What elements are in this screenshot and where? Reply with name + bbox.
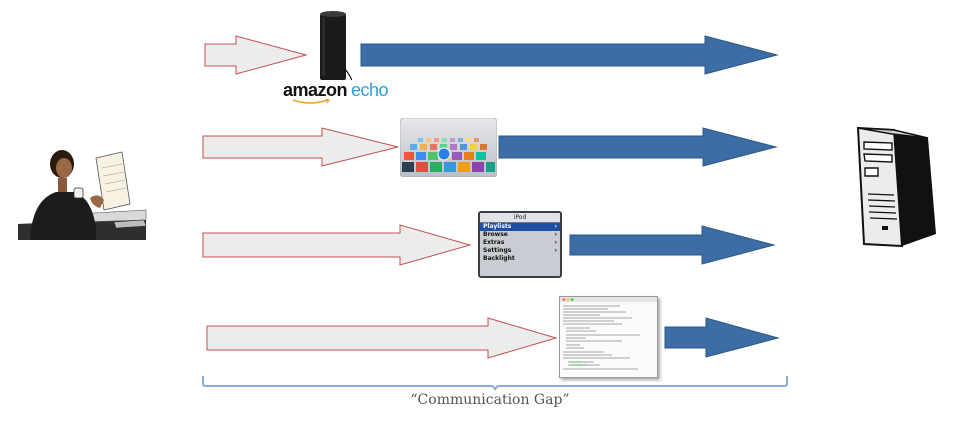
ipod-menu-label: Playlists (483, 223, 512, 230)
echo-brand-amazon: amazon (283, 80, 348, 100)
chevron-right-icon: › (554, 223, 557, 230)
machine-arrow-1 (360, 35, 779, 75)
ipod-menu-screen: iPod Playlists › Browse › Extras › Setti… (478, 211, 562, 278)
ipod-menu-item-playlists[interactable]: Playlists › (480, 223, 560, 231)
chevron-right-icon: › (554, 231, 557, 238)
ipod-menu-item-browse[interactable]: Browse › (480, 231, 560, 239)
machine-arrow-4 (664, 317, 780, 358)
communication-gap-caption: “Communication Gap” (410, 392, 570, 408)
app-store-grid-image (400, 118, 497, 177)
ipod-menu-item-settings[interactable]: Settings › (480, 247, 560, 255)
chevron-right-icon: › (554, 247, 557, 254)
ipod-menu-label: Browse (483, 231, 508, 238)
ipod-title: iPod (480, 213, 560, 223)
human-arrow-3 (202, 224, 472, 266)
amazon-smile-icon (292, 99, 330, 104)
person-reading-clipart (18, 150, 147, 240)
ipod-menu-label: Backlight (483, 255, 515, 262)
amazon-echo-device (320, 11, 352, 81)
ipod-menu-label: Extras (483, 239, 505, 246)
communication-gap-brace (202, 376, 788, 391)
human-arrow-1 (204, 35, 308, 75)
human-arrow-4 (206, 317, 558, 359)
machine-arrow-2 (498, 127, 778, 167)
ipod-menu-label: Settings (483, 247, 512, 254)
terminal-code-window (559, 296, 658, 378)
chevron-right-icon: › (554, 239, 557, 246)
machine-arrow-3 (569, 225, 776, 265)
echo-brand-echo: echo (351, 80, 389, 100)
human-arrow-2 (202, 127, 399, 167)
ipod-menu-item-backlight[interactable]: Backlight (480, 255, 560, 263)
code-text-lines (560, 297, 657, 370)
server-tower-clipart (856, 126, 936, 248)
ipod-menu-item-extras[interactable]: Extras › (480, 239, 560, 247)
